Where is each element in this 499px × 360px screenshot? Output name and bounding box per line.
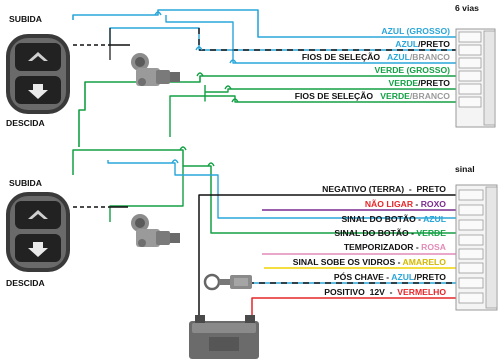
ignition-key-icon: [203, 273, 252, 291]
wire-switch2-green-b: [109, 166, 184, 222]
wire-switch2-blue: [107, 160, 456, 219]
window-motor-icon: [131, 214, 180, 247]
wire-label-segment: FIOS DE SELEÇÃO: [302, 52, 381, 62]
switch1-up-label: SUBIDA: [9, 14, 42, 24]
wire-label-segment: POSITIVO 12V -: [324, 287, 397, 297]
wire-label-segment: [373, 91, 380, 101]
wire-label-segment: AZUL: [391, 272, 414, 282]
wire-label-segment: VERDE (GROSSO): [375, 65, 451, 75]
wire-label-segment: ROSA: [421, 242, 446, 252]
wire-green-thick: [78, 75, 456, 147]
wire-label: NÃO LIGAR - ROXO: [365, 199, 446, 209]
wire-label-segment: /PRETO: [418, 39, 450, 49]
wire-label-segment: VERDE: [389, 78, 419, 88]
wire-label-segment: SINAL DO BOTÃO -: [334, 228, 416, 238]
wire-label: TEMPORIZADOR - ROSA: [344, 242, 446, 252]
wire-label: AZUL/PRETO: [395, 39, 450, 49]
wire-label-segment: /BRANCO: [410, 52, 450, 62]
wire-label-segment: /PRETO: [418, 78, 450, 88]
car-battery-icon: [189, 315, 259, 359]
wire-label-segment: AMARELO: [403, 257, 447, 267]
wire-label-segment: ROXO: [421, 199, 447, 209]
wire-green-black: [204, 85, 456, 102]
wire-label-segment: VERMELHO: [397, 287, 446, 297]
top-wire-labels: AZUL (GROSSO) AZUL/PRETO FIOS DE SELEÇÃO A…: [295, 26, 451, 101]
wire-label: FIOS DE SELEÇÃO AZUL/BRANCO: [302, 52, 450, 62]
wire-label-segment: [380, 52, 387, 62]
wire-label-segment: /BRANCO: [410, 91, 450, 101]
wire-blue-thick: [72, 9, 456, 38]
wire-label-segment: TEMPORIZADOR -: [344, 242, 421, 252]
connector-6-vias: [455, 28, 496, 128]
switch1-down-label: DESCIDA: [6, 118, 45, 128]
wire-ground: [198, 194, 456, 317]
wire-label: AZUL (GROSSO): [381, 26, 450, 36]
connector-sinal: [455, 184, 498, 311]
wire-label-segment: NÃO LIGAR: [365, 199, 414, 209]
wire-label-segment: VERDE: [416, 228, 446, 238]
wire-label: PÓS CHAVE - AZUL/PRETO: [334, 271, 446, 282]
wire-label-segment: AZUL (GROSSO): [381, 26, 450, 36]
wire-label: SINAL DO BOTÃO - VERDE: [334, 228, 446, 238]
connector-6-vias-title: 6 vias: [455, 3, 479, 13]
wire-label-segment: FIOS DE SELEÇÃO: [295, 91, 374, 101]
wire-label-segment: /PRETO: [414, 272, 446, 282]
wire-label-segment: AZUL: [395, 39, 418, 49]
wire-label: VERDE/PRETO: [389, 78, 451, 88]
top-wires: [72, 9, 456, 147]
wire-label: VERDE (GROSSO): [375, 65, 451, 75]
wire-crossovers-bottom: [171, 146, 215, 167]
wire-label: SINAL DO BOTÃO - AZUL: [341, 214, 446, 224]
wire-label-segment: AZUL: [423, 214, 446, 224]
wire-label-segment: SINAL SOBE OS VIDROS -: [293, 257, 403, 267]
wire-label: POSITIVO 12V - VERMELHO: [324, 287, 446, 297]
power-window-switch-icon: [6, 34, 70, 114]
wire-label: NEGATIVO (TERRA) - PRETO: [322, 184, 446, 194]
wire-label-segment: SINAL DO BOTÃO -: [341, 214, 423, 224]
wire-blue-white: [165, 15, 456, 64]
wire-crossovers: [154, 11, 239, 103]
wire-label-segment: -: [413, 199, 421, 209]
wire-label: FIOS DE SELEÇÃO VERDE/BRANCO: [295, 91, 451, 101]
wire-blue-black-stripe: [198, 28, 456, 51]
wire-green-white: [169, 95, 456, 137]
wire-label-segment: AZUL: [387, 52, 410, 62]
wire-label-segment: NEGATIVO (TERRA) - PRETO: [322, 184, 446, 194]
bottom-wire-labels: NEGATIVO (TERRA) - PRETO NÃO LIGAR - ROXO…: [293, 184, 447, 297]
wire-label-segment: VERDE: [380, 91, 410, 101]
switch2-down-label: DESCIDA: [6, 278, 45, 288]
bottom-wires: [72, 149, 456, 317]
window-motor-icon: [131, 53, 180, 86]
power-window-switch-icon: [6, 192, 70, 272]
wire-red: [251, 297, 456, 317]
wire-label-segment: PÓS CHAVE -: [334, 271, 391, 282]
wire-label: SINAL SOBE OS VIDROS - AMARELO: [293, 257, 447, 267]
connector-sinal-title: sinal: [455, 164, 475, 174]
switch2-up-label: SUBIDA: [9, 178, 42, 188]
